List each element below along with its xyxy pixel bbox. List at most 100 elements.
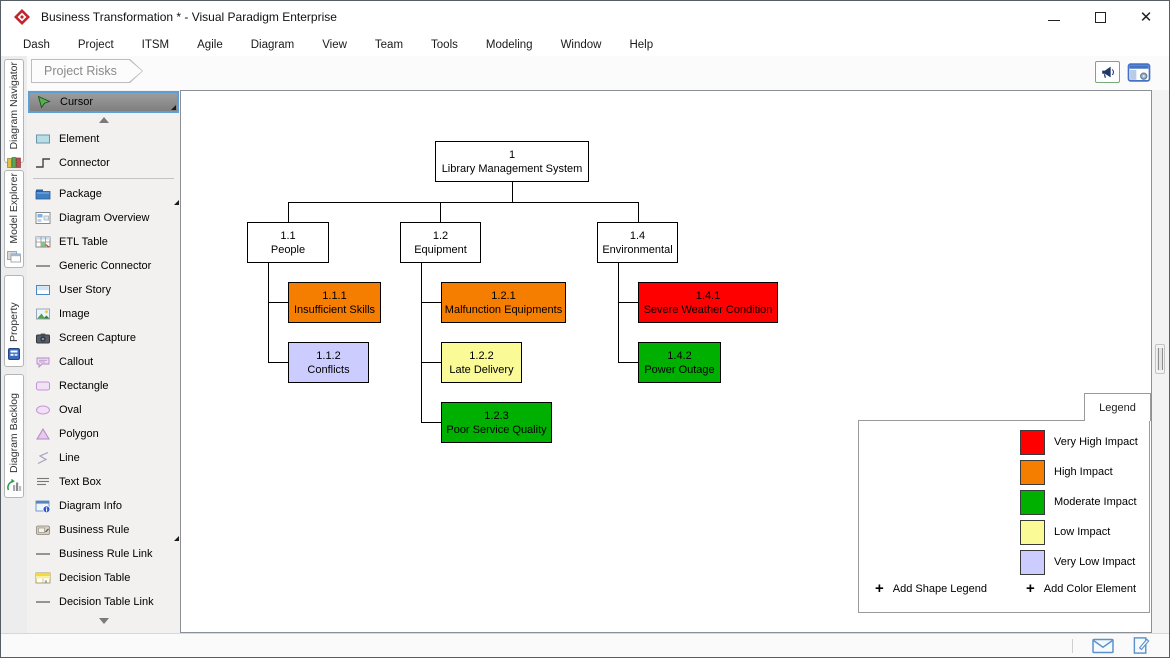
connector-line	[268, 263, 269, 363]
node-id: 1.2.2	[469, 349, 494, 362]
menu-dash[interactable]: Dash	[23, 38, 50, 51]
node-name: Severe Weather Condition	[643, 303, 773, 316]
legend-label: Very Low Impact	[1054, 556, 1136, 568]
palette-item-diagram-info[interactable]: Diagram Info	[27, 494, 180, 518]
connector-line	[421, 302, 441, 303]
node-1[interactable]: 1 Library Management System	[435, 141, 589, 182]
palette-item-cursor[interactable]: Cursor	[28, 91, 179, 113]
node-1-2-1[interactable]: 1.2.1 Malfunction Equipments	[441, 282, 566, 323]
menu-window[interactable]: Window	[560, 38, 602, 51]
link-line-icon	[36, 265, 50, 267]
palette-item-diagram-overview[interactable]: Diagram Overview	[27, 206, 180, 230]
node-1-2-2[interactable]: 1.2.2 Late Delivery	[441, 342, 522, 383]
legend-label: High Impact	[1054, 466, 1113, 478]
node-id: 1.2.1	[491, 289, 516, 302]
node-id: 1.1.2	[316, 349, 341, 362]
sidebar-tab-strip: Diagram Navigator Model Explorer Propert…	[1, 56, 27, 633]
node-1-2-3[interactable]: 1.2.3 Poor Service Quality	[441, 402, 552, 443]
submenu-corner-icon	[174, 200, 179, 205]
minimize-icon	[1048, 19, 1060, 21]
palette-item-user-story[interactable]: User Story	[27, 278, 180, 302]
palette-item-element[interactable]: Element	[27, 127, 180, 151]
palette-item-business-rule[interactable]: Business Rule	[27, 518, 180, 542]
tab-project-risks[interactable]: Project Risks	[31, 59, 143, 83]
menu-diagram[interactable]: Diagram	[250, 38, 295, 51]
menu-modeling[interactable]: Modeling	[485, 38, 533, 51]
legend-label: Moderate Impact	[1054, 496, 1137, 508]
add-shape-legend-button[interactable]: + Add Shape Legend	[875, 581, 987, 596]
maximize-button[interactable]	[1077, 1, 1123, 33]
close-icon: ✕	[1139, 8, 1153, 26]
palette-item-line[interactable]: Line	[27, 446, 180, 470]
palette-item-label: Cursor	[60, 96, 94, 108]
node-1-1[interactable]: 1.1 People	[247, 222, 329, 263]
palette-item-business-rule-link[interactable]: Business Rule Link	[27, 542, 180, 566]
legend-swatch-high-impact	[1020, 460, 1045, 485]
connector-line	[268, 362, 288, 363]
connector-line	[618, 302, 638, 303]
decision-table-icon	[35, 572, 51, 584]
palette-item-rectangle[interactable]: Rectangle	[27, 374, 180, 398]
palette-item-image[interactable]: Image	[27, 302, 180, 326]
palette-item-polygon[interactable]: Polygon	[27, 422, 180, 446]
palette-item-decision-table[interactable]: Decision Table	[27, 566, 180, 590]
node-name: Library Management System	[441, 162, 583, 175]
menu-team[interactable]: Team	[374, 38, 404, 51]
announcement-icon	[1101, 66, 1114, 78]
image-icon	[36, 308, 50, 320]
menu-help[interactable]: Help	[629, 38, 654, 51]
node-name: Conflicts	[307, 363, 350, 376]
text-box-icon	[37, 477, 49, 486]
palette-item-label: Generic Connector	[59, 260, 152, 272]
diagram-canvas[interactable]: 1 Library Management System 1.1 People 1.2…	[180, 90, 1152, 633]
palette-item-label: Diagram Overview	[59, 212, 150, 224]
palette-item-generic-connector[interactable]: Generic Connector	[27, 254, 180, 278]
palette-item-label: Line	[59, 452, 80, 464]
palette-item-etl-table[interactable]: ETL Table	[27, 230, 180, 254]
mail-button[interactable]	[1091, 637, 1115, 655]
close-button[interactable]: ✕	[1123, 1, 1169, 33]
node-1-1-2[interactable]: 1.1.2 Conflicts	[288, 342, 369, 383]
add-color-element-button[interactable]: + Add Color Element	[1026, 581, 1136, 596]
menu-tools[interactable]: Tools	[431, 38, 458, 51]
sidebar-tab-diagram-navigator[interactable]: Diagram Navigator	[4, 59, 24, 168]
node-1-1-1[interactable]: 1.1.1 Insufficient Skills	[288, 282, 381, 323]
palette-item-callout[interactable]: Callout	[27, 350, 180, 374]
link-line-icon	[36, 553, 50, 555]
sidebar-tab-model-explorer[interactable]: Model Explorer	[4, 170, 24, 268]
palette-item-label: Oval	[59, 404, 82, 416]
node-1-4-2[interactable]: 1.4.2 Power Outage	[638, 342, 721, 383]
node-1-4[interactable]: 1.4 Environmental	[597, 222, 678, 263]
menu-project[interactable]: Project	[77, 38, 114, 51]
menu-agile[interactable]: Agile	[197, 38, 223, 51]
sidebar-tab-diagram-backlog[interactable]: Diagram Backlog	[4, 374, 24, 498]
palette-scroll-down[interactable]	[27, 614, 180, 628]
legend-label: Low Impact	[1054, 526, 1111, 538]
node-1-2[interactable]: 1.2 Equipment	[400, 222, 481, 263]
cursor-icon	[37, 95, 51, 109]
palette-scroll-up[interactable]	[27, 113, 180, 127]
sidebar-tab-property[interactable]: Property	[4, 275, 24, 367]
announcement-button[interactable]	[1095, 61, 1120, 83]
palette-item-label: Business Rule	[59, 524, 130, 536]
palette-item-label: Decision Table	[59, 572, 131, 584]
menu-itsm[interactable]: ITSM	[141, 38, 170, 51]
menu-view[interactable]: View	[322, 38, 347, 51]
panel-layout-button[interactable]	[1126, 61, 1151, 83]
palette-item-connector[interactable]: Connector	[27, 151, 180, 175]
node-1-4-1[interactable]: 1.4.1 Severe Weather Condition	[638, 282, 778, 323]
compose-note-button[interactable]	[1129, 637, 1153, 655]
sidebar-tab-label: Property	[8, 302, 20, 342]
submenu-corner-icon	[174, 536, 179, 541]
legend-tab[interactable]: Legend	[1084, 393, 1151, 421]
palette-item-decision-table-link[interactable]: Decision Table Link	[27, 590, 180, 614]
tab-label: Project Risks	[44, 64, 117, 78]
palette-item-oval[interactable]: Oval	[27, 398, 180, 422]
panel-splitter-grip[interactable]	[1155, 344, 1165, 374]
minimize-button[interactable]	[1031, 1, 1077, 33]
palette-item-package[interactable]: Package	[27, 182, 180, 206]
palette-item-screen-capture[interactable]: Screen Capture	[27, 326, 180, 350]
palette-item-text-box[interactable]: Text Box	[27, 470, 180, 494]
